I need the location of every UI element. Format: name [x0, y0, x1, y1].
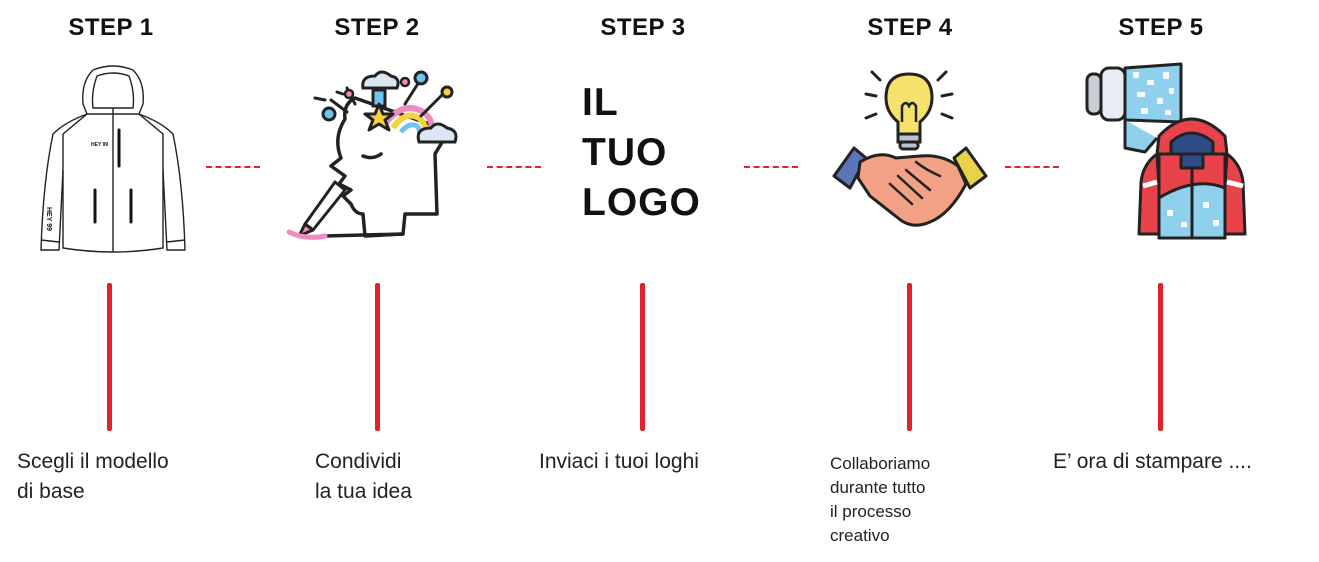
step-5-description: E’ ora di stampare ....: [1053, 447, 1252, 477]
step-4-description: Collaboriamo durante tutto il processo c…: [830, 452, 930, 548]
step-4-timeline-bar: [907, 283, 912, 431]
jacket-brand-chest: HEY 99: [91, 142, 108, 148]
step-3-desc-line-1: Inviaci i tuoi loghi: [539, 450, 699, 473]
logo-line-1: IL: [582, 81, 619, 124]
step-2-description: Condividi la tua idea: [315, 447, 412, 507]
step-5-desc-line-1: E’ ora di stampare ....: [1053, 450, 1252, 473]
connector-4-5: [1005, 166, 1059, 168]
step-1-title: STEP 1: [68, 14, 154, 41]
connector-1-2: [206, 166, 260, 168]
connector-3-4: [744, 166, 798, 168]
step-4-desc-line-1: Collaboriamo: [830, 454, 931, 473]
logo-line-2: TUO: [582, 131, 668, 174]
step-4-title: STEP 4: [867, 14, 953, 41]
step-2-title: STEP 2: [334, 14, 420, 41]
step-5-title: STEP 5: [1118, 14, 1204, 41]
creative-head-icon: [286, 70, 458, 240]
logo-placeholder: IL TUO LOGO: [582, 78, 701, 228]
step-4-desc-line-4: creativo: [830, 526, 890, 545]
step-3-title: STEP 3: [600, 14, 686, 41]
logo-line-3: LOGO: [582, 181, 701, 224]
step-1-desc-line-2: di base: [17, 480, 85, 503]
handshake-lightbulb-icon: [832, 70, 988, 227]
printed-jacket-icon: [1085, 62, 1247, 240]
jacket-brand-sleeve: HEY 99: [45, 207, 52, 231]
connector-2-3: [487, 166, 541, 168]
jacket-outline-icon: HEY 99 HEY 99: [40, 65, 186, 253]
step-3-timeline-bar: [640, 283, 645, 431]
step-4-desc-line-2: durante tutto: [830, 478, 926, 497]
step-2-desc-line-1: Condividi: [315, 450, 402, 473]
step-2-desc-line-2: la tua idea: [315, 480, 412, 503]
step-1-description: Scegli il modello di base: [17, 447, 169, 507]
step-1-timeline-bar: [107, 283, 112, 431]
step-3-description: Inviaci i tuoi loghi: [539, 447, 699, 477]
step-5-timeline-bar: [1158, 283, 1163, 431]
step-4-desc-line-3: il processo: [830, 502, 912, 521]
step-2-timeline-bar: [375, 283, 380, 431]
step-1-desc-line-1: Scegli il modello: [17, 450, 169, 473]
